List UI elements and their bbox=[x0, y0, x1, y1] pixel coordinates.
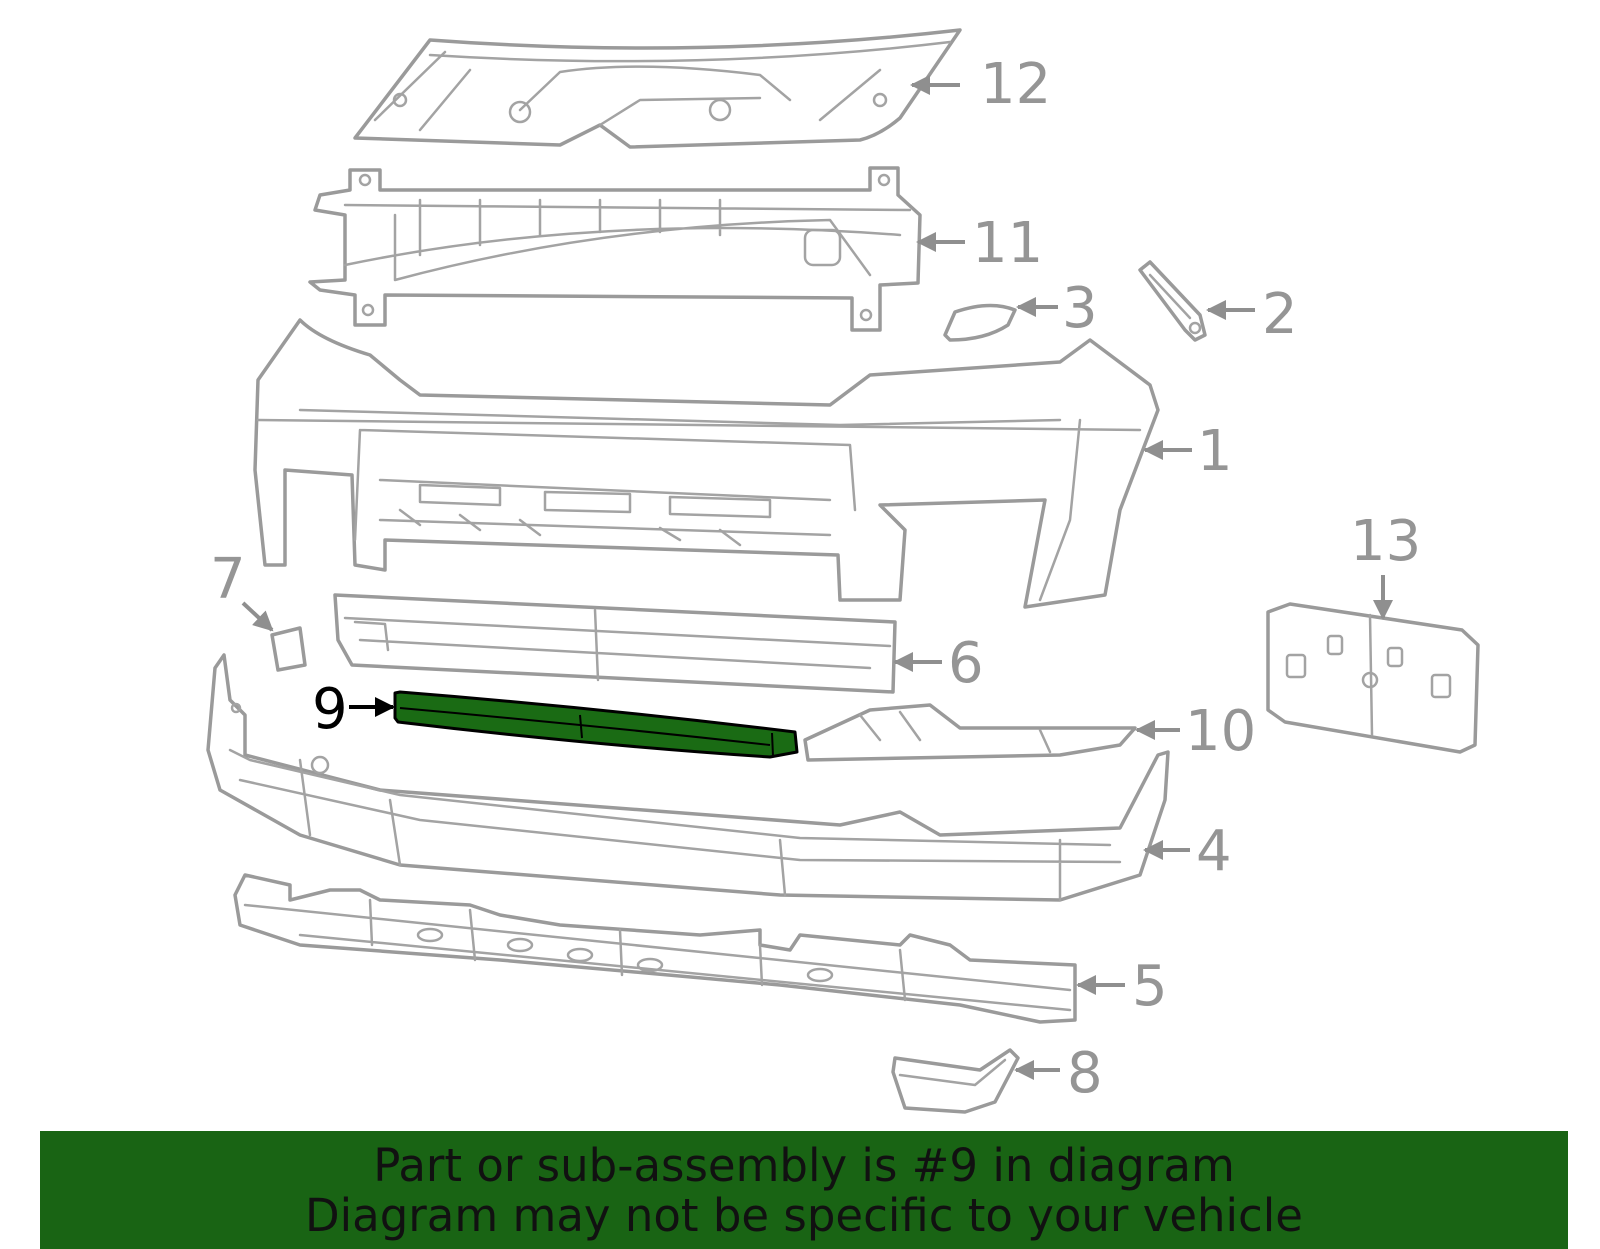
part-9-highlighted[interactable] bbox=[393, 690, 799, 759]
part-6-trim-strip[interactable] bbox=[333, 593, 897, 694]
callout-3: 3 bbox=[1062, 276, 1098, 341]
callout-11: 11 bbox=[972, 211, 1043, 276]
callout-4: 4 bbox=[1196, 819, 1232, 884]
info-banner: Part or sub-assembly is #9 in diagram Di… bbox=[40, 1131, 1568, 1249]
callout-9: 9 bbox=[312, 677, 348, 742]
callout-2: 2 bbox=[1262, 282, 1298, 347]
part-5-energy-absorber[interactable] bbox=[233, 873, 1077, 1024]
callout-1: 1 bbox=[1197, 419, 1233, 484]
callout-5: 5 bbox=[1132, 954, 1168, 1019]
callout-labels: 12 11 3 2 1 13 7 6 9 10 4 5 8 bbox=[210, 52, 1421, 1106]
part-12-upper-panel[interactable] bbox=[353, 28, 962, 149]
part-4-lower-valance[interactable] bbox=[206, 653, 1170, 902]
part-13-license-bracket[interactable] bbox=[1266, 602, 1480, 754]
callout-8: 8 bbox=[1067, 1041, 1103, 1106]
callout-12: 12 bbox=[980, 52, 1051, 117]
part-11-upper-crossmember[interactable] bbox=[308, 166, 922, 332]
part-3-small-bracket[interactable] bbox=[943, 303, 1017, 342]
banner-line-2: Diagram may not be specific to your vehi… bbox=[305, 1189, 1303, 1242]
banner-line-1: Part or sub-assembly is #9 in diagram bbox=[373, 1139, 1235, 1192]
leader-arrows bbox=[241, 75, 1393, 1080]
callout-6: 6 bbox=[948, 631, 984, 696]
part-2-clip[interactable] bbox=[1138, 260, 1207, 342]
part-10-side-trim[interactable] bbox=[803, 703, 1137, 762]
callout-10: 10 bbox=[1185, 699, 1256, 764]
part-7-small-cap[interactable] bbox=[270, 626, 307, 672]
part-1-bumper-fascia[interactable] bbox=[253, 318, 1160, 609]
callout-7: 7 bbox=[210, 547, 246, 612]
part-8-corner-bracket[interactable] bbox=[891, 1048, 1020, 1114]
callout-13: 13 bbox=[1350, 509, 1421, 574]
